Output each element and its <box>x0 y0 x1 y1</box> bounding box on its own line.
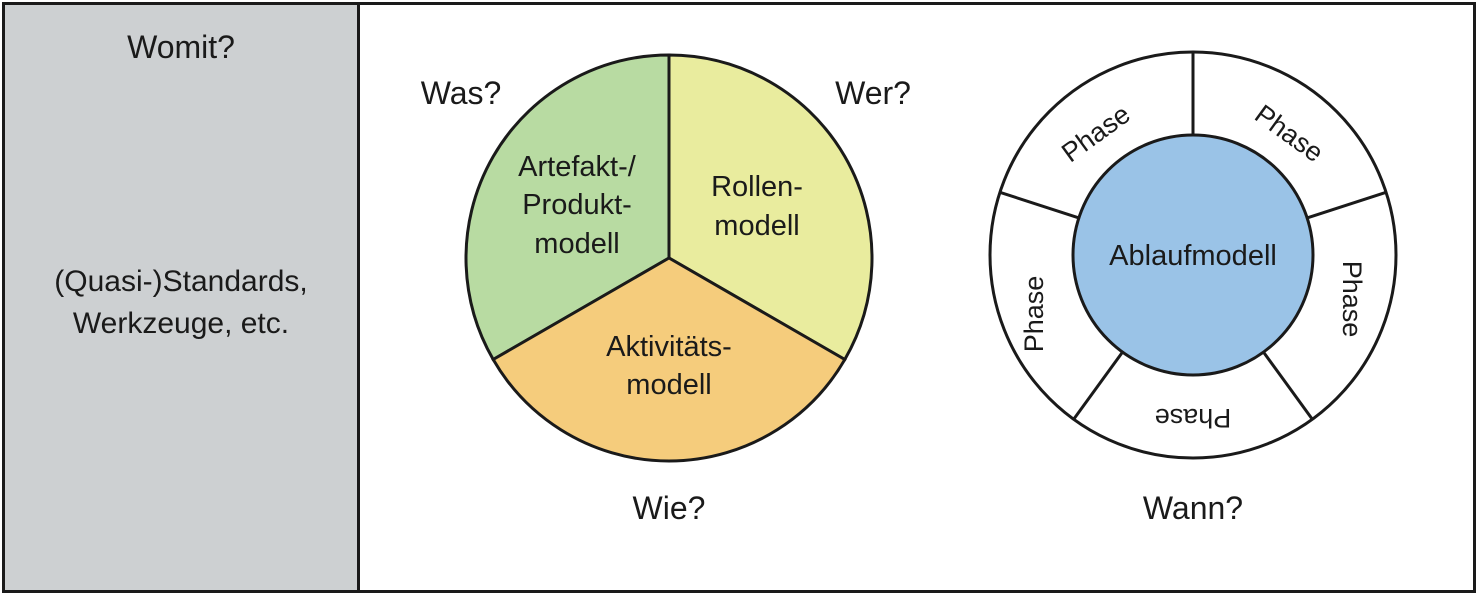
rollen-label-2: modell <box>714 210 799 242</box>
aktivitaet-label-2: modell <box>626 369 711 401</box>
ablauf-label: Ablaufmodell <box>1109 240 1277 272</box>
wann-label: Wann? <box>1143 490 1243 526</box>
womit-label: Womit? <box>127 29 235 65</box>
phase-label-4: Phase <box>1155 403 1232 433</box>
aktivitaet-label-1: Aktivitäts- <box>606 331 732 363</box>
artefakt-label-1: Artefakt-/ <box>518 151 637 183</box>
pie-segment-aktivitaet <box>491 256 847 463</box>
tools-line-2: Werkzeuge, etc. <box>72 307 290 340</box>
artefakt-label-3: modell <box>534 228 619 260</box>
ring-divider-4 <box>1072 351 1124 421</box>
wer-label: Wer? <box>835 75 911 111</box>
ring-divider-5 <box>999 190 1080 220</box>
tools-panel: Womit? (Quasi-)Standards, Werkzeuge, etc… <box>5 5 360 590</box>
pie-segment-rollen <box>667 53 874 362</box>
ring-divider-2 <box>1306 190 1387 220</box>
pie-segment-artefakt <box>464 53 671 362</box>
phase-label-3: Phase <box>1337 261 1367 338</box>
model-pie: Artefakt-/ Produkt- modell Rollen- model… <box>464 53 874 463</box>
tools-description: (Quasi-)Standards, Werkzeuge, etc. <box>5 261 357 345</box>
ring-divider-3 <box>1262 351 1314 421</box>
was-label: Was? <box>421 75 502 111</box>
phase-ring: Ablaufmodell Phase Phase Phase Phase Pha… <box>988 50 1398 460</box>
ablauf-circle <box>1071 133 1315 377</box>
tools-line-1: (Quasi-)Standards, <box>54 265 308 298</box>
artefakt-label-2: Produkt- <box>522 189 632 221</box>
phase-label-5: Phase <box>1019 276 1049 353</box>
wie-label: Wie? <box>633 490 706 526</box>
rollen-label-1: Rollen- <box>711 171 803 203</box>
